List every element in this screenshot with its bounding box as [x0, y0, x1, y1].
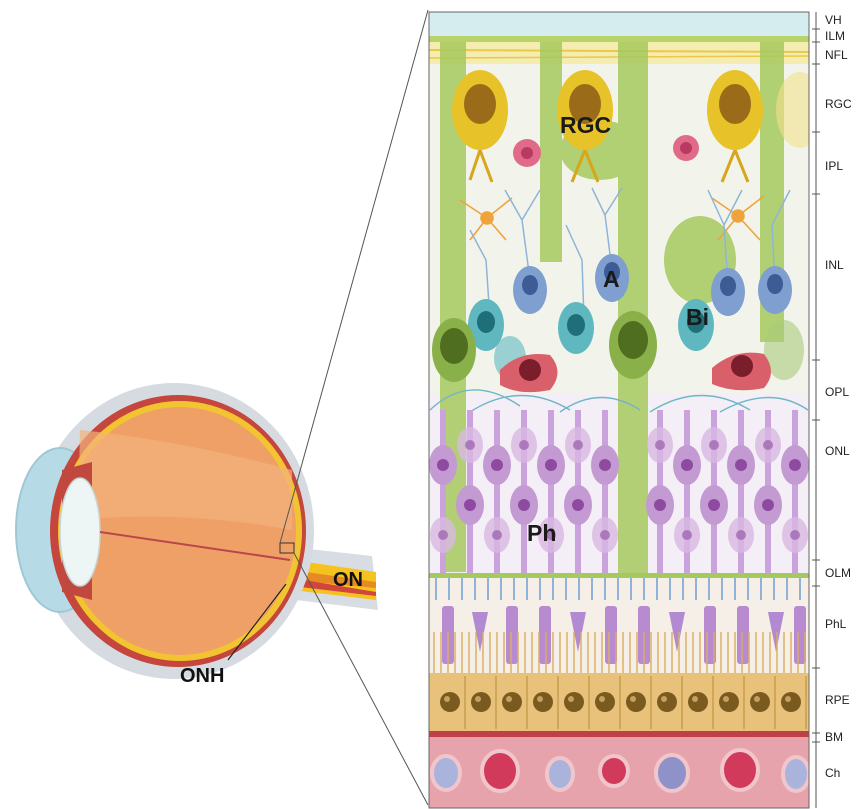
photoreceptor-nucleus	[708, 499, 720, 511]
layer-label-bm: BM	[825, 730, 843, 744]
photoreceptor-nucleus	[572, 499, 584, 511]
bruch-membrane-band	[429, 731, 809, 737]
layer-label-onl: ONL	[825, 444, 850, 458]
photoreceptor-nucleus	[709, 440, 719, 450]
photoreceptor-nucleus	[600, 530, 610, 540]
rpe-nucleus	[502, 692, 522, 712]
bipolar-cell-label: Bi	[686, 304, 709, 330]
rod-outer-segment	[737, 606, 749, 664]
layer-label-phl: PhL	[825, 617, 847, 631]
ilm-band	[429, 36, 809, 42]
rpe-nucleus	[533, 692, 553, 712]
rpe-nucleus	[719, 692, 739, 712]
optic-nerve-head-label: ONH	[180, 665, 224, 687]
optic-nerve-label: ON	[333, 569, 363, 591]
layer-label-rpe: RPE	[825, 693, 850, 707]
rpe-nucleus-highlight	[785, 696, 791, 702]
photoreceptor-nucleus	[492, 530, 502, 540]
photoreceptor-nucleus	[762, 499, 774, 511]
photoreceptor-nucleus	[682, 530, 692, 540]
rod-outer-segment	[794, 606, 806, 664]
rpe-nucleus-highlight	[444, 696, 450, 702]
rpe-nucleus-highlight	[475, 696, 481, 702]
photoreceptor-nucleus	[655, 440, 665, 450]
photoreceptor-nucleus	[763, 440, 773, 450]
photoreceptor-nucleus	[465, 440, 475, 450]
rod-outer-segment	[506, 606, 518, 664]
rod-outer-segment	[539, 606, 551, 664]
rpe-nucleus	[688, 692, 708, 712]
rpe-nucleus	[750, 692, 770, 712]
photoreceptor-nucleus	[681, 459, 693, 471]
retina-panel: RGC A Bi Ph	[429, 12, 824, 809]
zoom-line-top	[280, 10, 428, 543]
layer-label-ilm: ILM	[825, 29, 845, 43]
amacrine-cell-label: A	[603, 266, 620, 292]
layer-label-rgc: RGC	[825, 97, 852, 111]
photoreceptor-nucleus	[654, 499, 666, 511]
layer-label-vh: VH	[825, 13, 842, 27]
rpe-nucleus-highlight	[630, 696, 636, 702]
rpe-nucleus	[564, 692, 584, 712]
photoreceptor-nucleus	[735, 459, 747, 471]
rpe-nucleus-highlight	[723, 696, 729, 702]
rpe-nucleus-highlight	[754, 696, 760, 702]
photoreceptor-nucleus	[790, 530, 800, 540]
rpe-nucleus	[626, 692, 646, 712]
layer-label-ipl: IPL	[825, 159, 843, 173]
layer-label-ch: Ch	[825, 766, 840, 780]
rpe-nucleus-highlight	[537, 696, 543, 702]
photoreceptor-cell-label: Ph	[527, 520, 556, 546]
layer-scale: VH ILM NFL RGC IPL INL OPL ONL OLM PhL RPE BM Ch	[812, 12, 852, 808]
photoreceptor-nucleus	[437, 459, 449, 471]
choroid-vessels	[432, 750, 809, 791]
rpe-nucleus	[595, 692, 615, 712]
rpe-nucleus-highlight	[506, 696, 512, 702]
rpe-nucleus	[657, 692, 677, 712]
photoreceptor-nucleus	[438, 530, 448, 540]
vitreous-band	[429, 12, 809, 36]
layer-label-opl: OPL	[825, 385, 849, 399]
layer-label-olm: OLM	[825, 566, 851, 580]
photoreceptor-nucleus	[573, 440, 583, 450]
photoreceptor-nucleus	[518, 499, 530, 511]
lens	[60, 478, 100, 586]
photoreceptor-nucleus	[789, 459, 801, 471]
rpe-nucleus	[781, 692, 801, 712]
photoreceptor-nucleus	[519, 440, 529, 450]
rpe-nucleus-highlight	[599, 696, 605, 702]
photoreceptor-nucleus	[464, 499, 476, 511]
rgc-cell-label: RGC	[560, 112, 611, 138]
rpe-nucleus	[440, 692, 460, 712]
olm-band	[429, 573, 809, 578]
rpe-nucleus-highlight	[568, 696, 574, 702]
layer-label-inl: INL	[825, 258, 844, 272]
photoreceptor-nucleus	[545, 459, 557, 471]
eye-cross-section: ON ONH	[16, 10, 428, 805]
photoreceptor-nucleus	[736, 530, 746, 540]
rpe-nucleus-highlight	[692, 696, 698, 702]
layer-labels: VH ILM NFL RGC IPL INL OPL ONL OLM PhL RPE BM Ch	[812, 13, 852, 780]
photoreceptor-nucleus	[599, 459, 611, 471]
layer-label-nfl: NFL	[825, 48, 848, 62]
photoreceptor-nucleus	[491, 459, 503, 471]
rpe-nucleus	[471, 692, 491, 712]
rod-outer-segment	[605, 606, 617, 664]
rpe-nucleus-highlight	[661, 696, 667, 702]
